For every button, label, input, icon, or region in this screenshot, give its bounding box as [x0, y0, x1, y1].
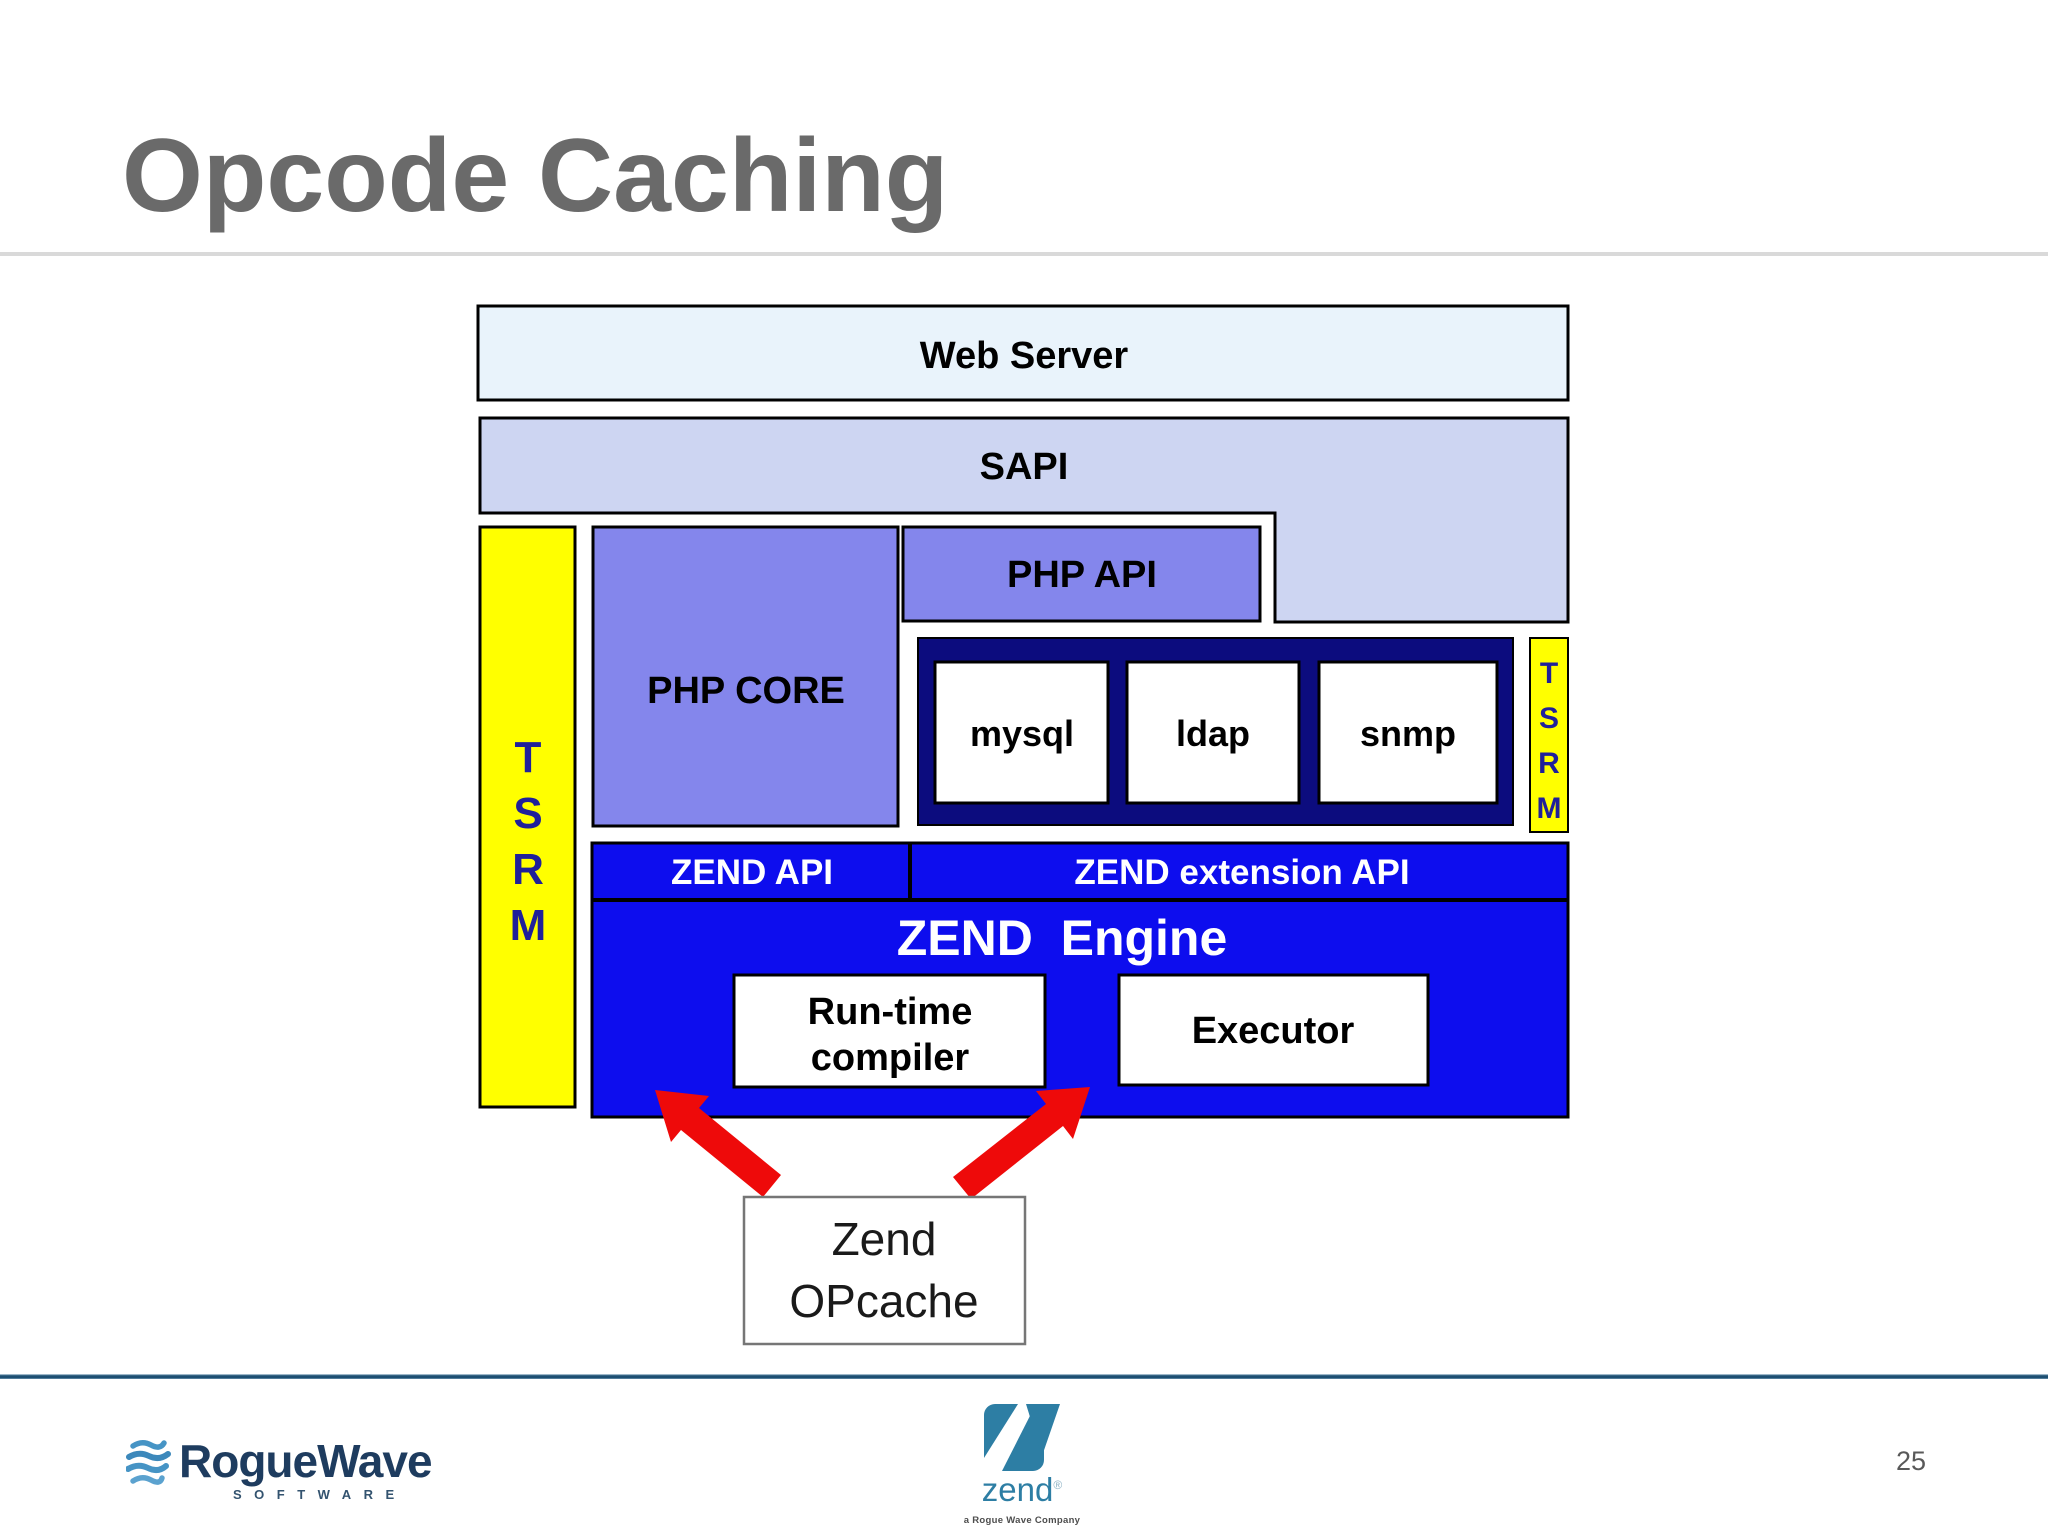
zend-extension-api-label: ZEND extension API: [1074, 853, 1409, 892]
zend-tagline: a Rogue Wave Company: [963, 1515, 1081, 1526]
tsrm-right-letter: T: [1540, 657, 1558, 690]
extension-snmp-box: [1317, 660, 1499, 805]
tsrm-left-letter: M: [510, 901, 547, 950]
tsrm-right-letter: M: [1537, 792, 1562, 825]
extension-ldap-label: ldap: [1176, 713, 1250, 754]
runtime-compiler-line1: Run-time: [808, 991, 973, 1033]
title-divider: [0, 252, 2048, 256]
php-core-label: PHP CORE: [647, 670, 845, 712]
tsrm-left-bar: [478, 525, 577, 1109]
executor-label: Executor: [1192, 1010, 1355, 1052]
roguewave-logo: RogueWave SOFTWARE: [126, 1435, 433, 1502]
php-api-label: PHP API: [1007, 554, 1157, 596]
roguewave-wordmark: RogueWave: [179, 1435, 433, 1487]
page-number: 25: [1896, 1446, 1927, 1476]
zend-logo: zend® a Rogue Wave Company: [963, 1404, 1081, 1526]
zend-opcache-line2: OPcache: [789, 1275, 978, 1327]
runtime-compiler-box: [732, 973, 1047, 1089]
arrow-left-icon: [655, 1090, 781, 1197]
page-title: Opcode Caching: [122, 118, 949, 234]
sapi-box: [478, 416, 1570, 624]
web-server-box: [476, 304, 1570, 402]
sapi-label: SAPI: [980, 446, 1069, 488]
zend-wordmark-text: zend: [981, 1471, 1054, 1508]
wave-icon: [126, 1440, 171, 1485]
zend-z-icon: [984, 1404, 1060, 1471]
zend-engine-label: ZEND Engine: [897, 910, 1228, 966]
runtime-compiler-line2: compiler: [811, 1037, 970, 1079]
php-core-box: [591, 525, 900, 828]
tsrm-left-letter: S: [513, 789, 542, 838]
tsrm-left-letter: R: [512, 845, 544, 894]
extension-mysql-label: mysql: [970, 713, 1074, 754]
tsrm-right-bar: [1529, 637, 1569, 833]
executor-box: [1117, 973, 1430, 1087]
registered-mark: ®: [1053, 1478, 1063, 1492]
tsrm-right-letter: R: [1538, 747, 1560, 780]
zend-opcache-line1: Zend: [832, 1213, 937, 1265]
roguewave-software-label: SOFTWARE: [233, 1487, 407, 1502]
zend-wordmark: zend®: [982, 1473, 1062, 1506]
footer-divider: [0, 1374, 2048, 1379]
web-server-label: Web Server: [920, 335, 1129, 377]
zend-api-label: ZEND API: [671, 853, 833, 892]
roguewave-text: RogueWave SOFTWARE: [179, 1435, 433, 1502]
extension-mysql-box: [933, 660, 1110, 805]
tsrm-left-letter: T: [515, 733, 542, 782]
extension-snmp-label: snmp: [1360, 713, 1456, 754]
arrow-right-icon: [953, 1087, 1090, 1199]
php-api-box: [901, 525, 1262, 623]
tsrm-right-letter: S: [1539, 702, 1559, 735]
zend-opcache-box: [742, 1195, 1027, 1346]
extension-ldap-box: [1125, 660, 1301, 805]
